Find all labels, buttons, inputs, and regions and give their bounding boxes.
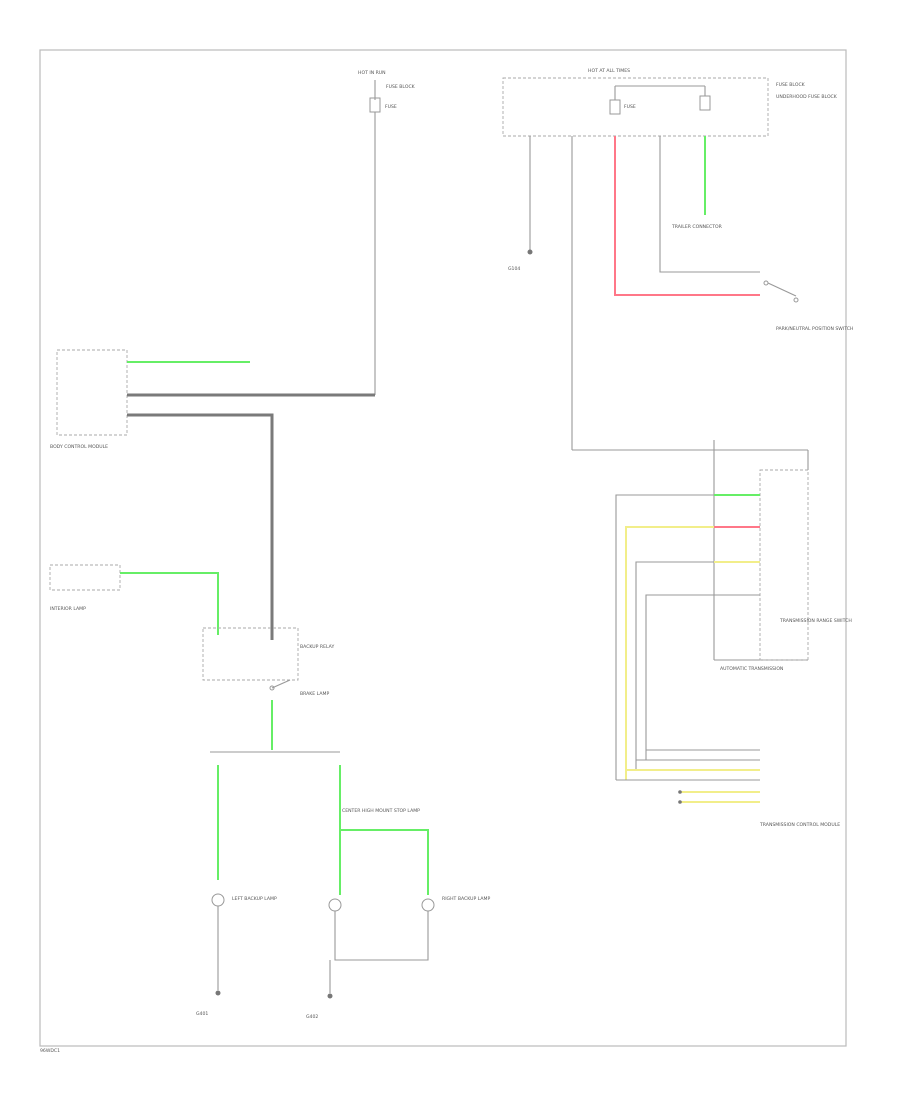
underhood-fuse-block: HOT AT ALL TIMES FUSE BLOCK UNDERHOOD FU…	[502, 68, 838, 137]
wire-green-interior	[120, 572, 219, 635]
body-control-module: BODY CONTROL MODULE	[50, 349, 128, 450]
fuse-block-top-label: FUSE BLOCK	[386, 84, 416, 90]
transmission-module-lines: TRANSMISSION CONTROL MODULE	[616, 749, 840, 828]
underhood-block-label: UNDERHOOD FUSE BLOCK	[776, 94, 838, 100]
ground-top-label: G104	[508, 266, 520, 272]
center-lamp-group: CENTER HIGH MOUNT STOP LAMP RIGHT BACKUP…	[306, 808, 490, 1020]
left-backup-lamp: LEFT BACKUP LAMP G401	[196, 893, 277, 1017]
hot-at-all-label: HOT AT ALL TIMES	[588, 68, 630, 74]
automatic-transmission: AUTOMATIC TRANSMISSION TRANSMISSION RANG…	[572, 440, 852, 672]
left-backup-label: LEFT BACKUP LAMP	[232, 896, 277, 902]
wire-green-right-down	[339, 765, 429, 895]
wire-red-drop	[614, 136, 760, 296]
diagram-frame	[39, 49, 847, 1047]
trans-module-label: TRANSMISSION CONTROL MODULE	[759, 822, 840, 828]
park-neutral-label: PARK/NEUTRAL POSITION SWITCH	[776, 326, 853, 332]
center-lamp-label: CENTER HIGH MOUNT STOP LAMP	[342, 808, 420, 814]
wire-trans-gray-3	[645, 594, 760, 760]
footer-label: 96WDC1	[40, 1048, 60, 1054]
wire-trans-gray-2	[635, 561, 714, 770]
ground-left-label: G401	[196, 1011, 208, 1017]
wire-dark-mid	[127, 413, 274, 640]
fuse-block-right-label: FUSE BLOCK	[776, 82, 806, 88]
interior-lamp-label: INTERIOR LAMP	[50, 606, 86, 612]
backup-relay: BACKUP RELAY BRAKE LAMP	[202, 627, 334, 697]
interior-lamp-box: INTERIOR LAMP	[49, 564, 121, 612]
body-control-label: BODY CONTROL MODULE	[50, 444, 108, 450]
fuse-hot-in-run: HOT IN RUN FUSE BLOCK FUSE	[358, 70, 416, 395]
fuse-b-label: FUSE	[624, 104, 636, 110]
backup-relay-label: BACKUP RELAY	[300, 644, 334, 650]
hot-in-run-label: HOT IN RUN	[358, 70, 386, 76]
right-backup-label: RIGHT BACKUP LAMP	[442, 896, 490, 902]
park-neutral-switch: PARK/NEUTRAL POSITION SWITCH	[763, 280, 853, 332]
brake-lamp-label: BRAKE LAMP	[300, 691, 329, 697]
fuse-a-label: FUSE	[385, 104, 397, 110]
ground-right-label: G402	[306, 1014, 318, 1020]
wire-trans-gray-1	[615, 494, 760, 780]
auto-trans-label: AUTOMATIC TRANSMISSION	[720, 666, 783, 672]
trans-range-label: TRANSMISSION RANGE SWITCH	[779, 618, 852, 624]
wire-gray-drop	[659, 136, 760, 273]
trailer-connector-label: TRAILER CONNECTOR	[671, 224, 723, 230]
